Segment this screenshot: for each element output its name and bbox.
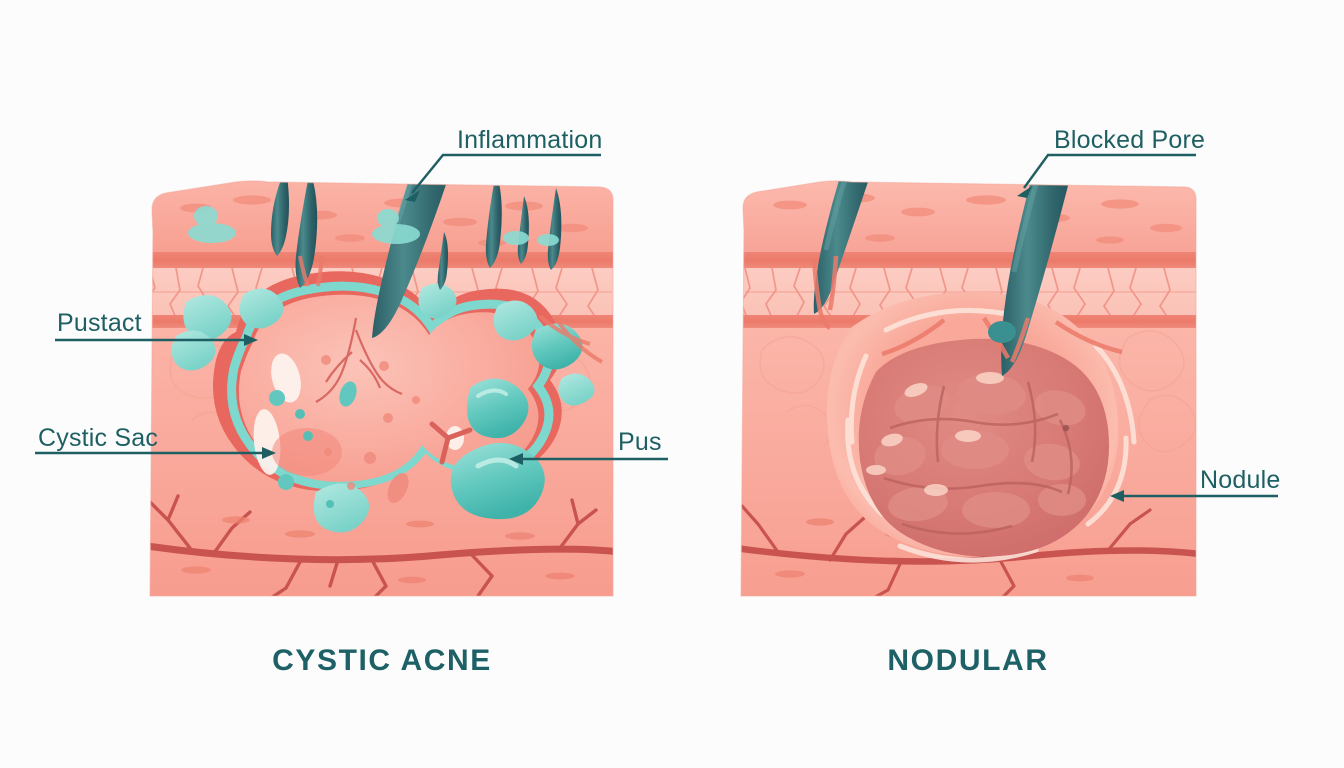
- label-nodule[interactable]: Nodule: [1110, 466, 1280, 502]
- label-inflammation-arrowhead: [405, 190, 420, 202]
- follicle-canals-left: [298, 255, 603, 364]
- blocked-pore-plug: [988, 321, 1016, 343]
- label-pus-text: Pus: [618, 428, 662, 456]
- hair-shaft-right-1: [813, 181, 880, 314]
- label-nodule-text: Nodule: [1200, 466, 1280, 494]
- label-blocked-pore-arrowhead: [1017, 186, 1032, 198]
- label-cystic-sac-text: Cystic Sac: [38, 424, 158, 452]
- nodule-structure: [826, 291, 1137, 563]
- label-pustact-text: Pustact: [57, 309, 142, 337]
- panel-cystic-acne: [149, 180, 614, 597]
- label-pus[interactable]: Pus: [509, 428, 668, 465]
- hair-follicles-left: [188, 181, 562, 338]
- cyst-specks: [321, 355, 420, 503]
- bacteria-blobs-left: [171, 283, 595, 406]
- label-inflammation-leader: [411, 153, 601, 194]
- cyst-junction: [429, 421, 473, 465]
- hair-follicles-right: [813, 181, 1077, 376]
- basal-band-upper-right: [741, 252, 1196, 269]
- sebum-droplets-left: [188, 206, 559, 246]
- panel-outline-left: [149, 180, 614, 597]
- label-nodule-arrowhead: [1110, 490, 1124, 502]
- main-hair-shaft-left: [372, 181, 463, 338]
- label-blocked-pore-text: Blocked Pore: [1054, 126, 1205, 154]
- follicle-root-left: [315, 317, 403, 403]
- blood-vessels-left: [150, 494, 613, 596]
- panel-nodular: [740, 180, 1197, 597]
- label-pustact[interactable]: Pustact: [55, 309, 258, 346]
- label-inflammation[interactable]: Inflammation: [405, 126, 603, 202]
- nodule-halo-ridges: [845, 307, 1137, 563]
- nodule-lobules: [874, 373, 1086, 528]
- label-blocked-pore[interactable]: Blocked Pore: [1017, 126, 1205, 198]
- cyst-inner-blob: [272, 428, 342, 476]
- label-inflammation-text: Inflammation: [457, 126, 603, 154]
- panel-title-nodular: NODULAR: [887, 644, 1048, 677]
- nodule-highlights: [866, 372, 1004, 496]
- basal-band-upper-left: [150, 252, 613, 269]
- label-cystic-sac-arrowhead: [262, 447, 276, 459]
- label-pus-arrowhead: [509, 453, 523, 465]
- panel-title-cystic-acne: CYSTIC ACNE: [272, 644, 492, 677]
- hair-shaft-right-2: [1001, 181, 1077, 376]
- label-pustact-arrowhead: [244, 334, 258, 346]
- nodule-creases: [883, 381, 1073, 535]
- epidermis-right: [741, 181, 1196, 258]
- label-blocked-pore-leader: [1023, 153, 1196, 189]
- label-cystic-sac[interactable]: Cystic Sac: [35, 424, 276, 459]
- cystic-sac-structure: [213, 271, 563, 533]
- panel-outline-right: [740, 180, 1197, 597]
